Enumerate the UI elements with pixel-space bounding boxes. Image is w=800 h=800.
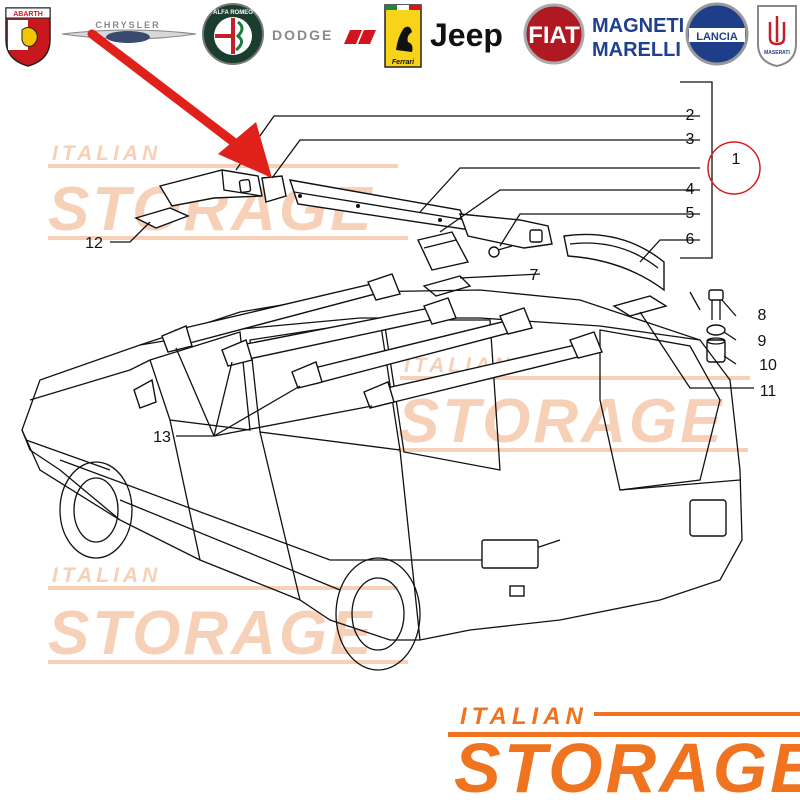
- fiat-logo: FIAT: [523, 3, 585, 65]
- callout-4: 4: [686, 181, 695, 198]
- ferrari-logo: Ferrari: [384, 4, 422, 68]
- washer-9: [706, 324, 726, 336]
- callout-13: 13: [153, 429, 171, 446]
- bracket-4: [417, 231, 470, 271]
- abarth-logo: ABARTH: [5, 7, 51, 67]
- svg-text:CHRYSLER: CHRYSLER: [95, 20, 160, 30]
- lancia-logo: LANCIA: [685, 2, 749, 66]
- callout-labels: 1 2 3 4 5 6 7 8 9 10 11 12 13: [85, 107, 777, 446]
- alfa-romeo-logo: ALFA ROMEO: [202, 3, 264, 65]
- car-illustration: [21, 289, 743, 671]
- roof-rails-installed: [161, 273, 603, 409]
- svg-text:ITALIAN: ITALIAN: [460, 703, 588, 730]
- brand-logo-strip: ABARTH CHRYSLER ALFA ROMEO DODGE: [5, 2, 797, 68]
- bolt-8: [708, 289, 724, 320]
- cover-6: [563, 233, 665, 292]
- svg-text:ALFA ROMEO: ALFA ROMEO: [213, 10, 253, 16]
- leader-lines: [110, 81, 754, 437]
- svg-text:DODGE: DODGE: [272, 27, 333, 43]
- watermark-middle: ITALIAN STORAGE: [398, 354, 750, 456]
- callout-2: 2: [686, 107, 695, 124]
- roof-rail-parts: [134, 169, 726, 363]
- callout-1: 1: [732, 151, 741, 168]
- svg-text:MARELLI: MARELLI: [592, 39, 681, 61]
- svg-text:Jeep: Jeep: [430, 17, 503, 53]
- callout-6: 6: [686, 231, 695, 248]
- watermark-bottom: ITALIAN STORAGE: [48, 564, 408, 668]
- callout-12: 12: [85, 235, 103, 252]
- svg-text:STORAGE: STORAGE: [48, 599, 374, 668]
- magneti-marelli-logo: MAGNETI MARELLI: [592, 15, 684, 61]
- end-cap-3: [261, 175, 287, 203]
- rail-front-2: [221, 297, 457, 367]
- svg-text:STORAGE: STORAGE: [454, 729, 800, 800]
- callout-8: 8: [758, 307, 767, 324]
- highlight-circle: [707, 141, 761, 195]
- callout-7: 7: [530, 267, 539, 284]
- italian-storage-logo: ITALIAN STORAGE: [448, 703, 800, 800]
- svg-text:MAGNETI: MAGNETI: [592, 15, 684, 37]
- callout-11: 11: [760, 383, 777, 400]
- callout-10: 10: [759, 357, 777, 374]
- svg-text:MASERATI: MASERATI: [764, 50, 790, 56]
- rail-rear-2: [363, 331, 603, 409]
- rail-front-1: [161, 273, 401, 353]
- dodge-logo: DODGE: [272, 27, 376, 44]
- chrysler-logo: CHRYSLER: [61, 20, 197, 43]
- spacer-10: [706, 337, 726, 363]
- svg-text:STORAGE: STORAGE: [398, 387, 724, 456]
- red-arrow-icon: [87, 29, 272, 178]
- screw-5: [488, 245, 513, 258]
- pad-11: [612, 295, 668, 317]
- svg-text:LANCIA: LANCIA: [696, 31, 738, 43]
- svg-text:Ferrari: Ferrari: [392, 59, 415, 66]
- svg-text:FIAT: FIAT: [528, 22, 580, 49]
- jeep-logo: Jeep: [430, 17, 503, 53]
- rail-rear-1: [291, 307, 533, 389]
- pad-7: [422, 275, 472, 297]
- svg-text:ITALIAN: ITALIAN: [52, 564, 161, 587]
- svg-text:ABARTH: ABARTH: [13, 11, 43, 18]
- callout-3: 3: [686, 131, 695, 148]
- right-end-cap: [458, 213, 553, 249]
- callout-5: 5: [686, 205, 695, 222]
- callout-9: 9: [758, 333, 767, 350]
- maserati-logo: MASERATI: [757, 5, 797, 68]
- svg-text:ITALIAN: ITALIAN: [52, 142, 161, 165]
